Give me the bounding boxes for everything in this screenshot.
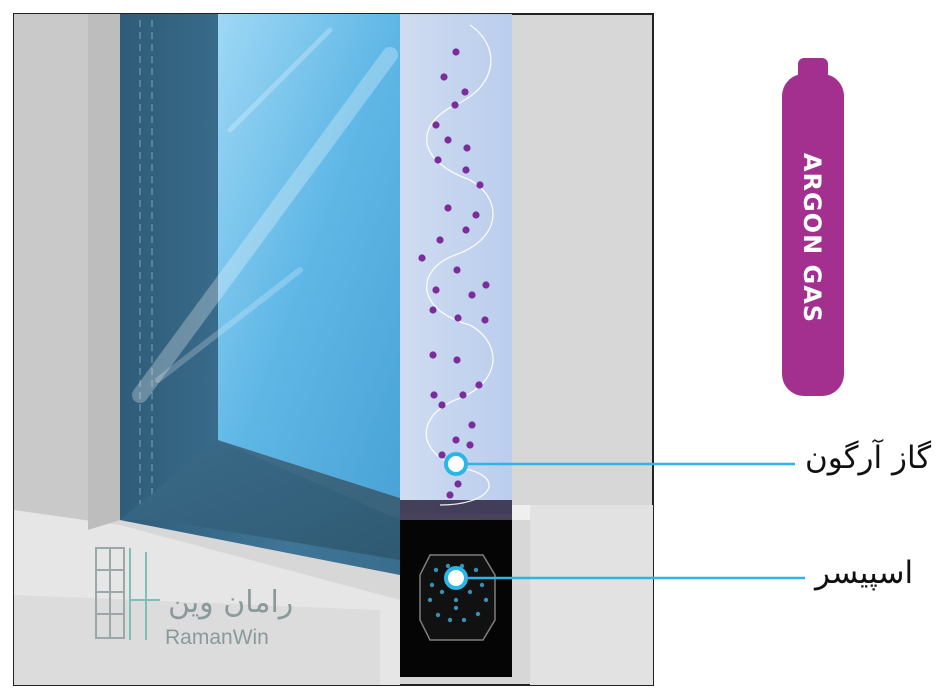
- argon-atom: [432, 286, 440, 294]
- glass-reflections: [132, 27, 398, 403]
- argon-cavity: [400, 14, 512, 514]
- argon-atom: [440, 73, 448, 81]
- argon-atom: [451, 101, 459, 109]
- argon-atom: [463, 144, 471, 152]
- argon-atom: [432, 121, 440, 129]
- logo-grid-icon: [95, 547, 160, 640]
- callout-marker-icon: [444, 452, 468, 476]
- argon-callout: [444, 452, 795, 476]
- argon-atom: [446, 491, 454, 499]
- argon-atom: [429, 306, 437, 314]
- argon-atom: [452, 48, 460, 56]
- inner-glass-pane: [218, 14, 400, 498]
- desiccant-bead: [445, 563, 451, 569]
- desiccant-bead: [427, 597, 433, 603]
- spacer-label: اسپیسر: [815, 555, 914, 591]
- argon-atom: [459, 391, 467, 399]
- argon-atom: [454, 480, 462, 488]
- argon-atom: [434, 156, 442, 164]
- argon-atom: [472, 211, 480, 219]
- desiccant-bead: [479, 582, 485, 588]
- gas-cylinder-icon: [782, 58, 844, 396]
- logo-persian-text: رامان وین: [168, 585, 294, 620]
- argon-atom: [461, 88, 469, 96]
- argon-atom: [452, 436, 460, 444]
- glass-edge-lines: [139, 20, 153, 505]
- glass-bottom-edge: [120, 440, 400, 560]
- argon-atom: [436, 236, 444, 244]
- argon-atom: [466, 441, 474, 449]
- argon-atom: [462, 226, 470, 234]
- cylinder-text: ARGON GAS: [798, 152, 827, 324]
- argon-gas-label: گاز آرگون: [805, 440, 932, 476]
- argon-atom: [475, 381, 483, 389]
- desiccant-bead: [447, 617, 453, 623]
- argon-atoms: [417, 48, 490, 544]
- argon-atom: [476, 181, 484, 189]
- desiccant-bead: [429, 582, 435, 588]
- argon-atom: [482, 281, 490, 289]
- callout-marker-icon: [444, 566, 468, 590]
- argon-atom: [454, 314, 462, 322]
- desiccant-bead: [461, 617, 467, 623]
- argon-atom: [468, 291, 476, 299]
- argon-atom: [453, 266, 461, 274]
- desiccant-bead: [433, 567, 439, 573]
- argon-atom: [438, 401, 446, 409]
- desiccant-bead: [439, 589, 445, 595]
- argon-atom: [453, 356, 461, 364]
- spacer-bar: [400, 520, 512, 677]
- desiccant-bead: [483, 597, 489, 603]
- argon-atom: [444, 136, 452, 144]
- desiccant-bead: [473, 567, 479, 573]
- spacer-callout: [444, 566, 805, 590]
- desiccant-bead: [475, 611, 481, 617]
- desiccant-bead: [467, 589, 473, 595]
- outer-glass-pane: [120, 14, 400, 575]
- argon-atom: [468, 421, 476, 429]
- desiccant-bead: [435, 612, 441, 618]
- argon-atom: [418, 254, 426, 262]
- argon-atom: [429, 351, 437, 359]
- desiccant-bead: [453, 605, 459, 611]
- cylinder-label: ARGON GAS: [790, 148, 835, 328]
- argon-atom: [481, 316, 489, 324]
- argon-atom: [438, 451, 446, 459]
- desiccant-bead: [453, 597, 459, 603]
- argon-atom: [462, 166, 470, 174]
- argon-atom: [444, 204, 452, 212]
- argon-atom: [430, 391, 438, 399]
- logo-english-text: RamanWin: [165, 626, 269, 649]
